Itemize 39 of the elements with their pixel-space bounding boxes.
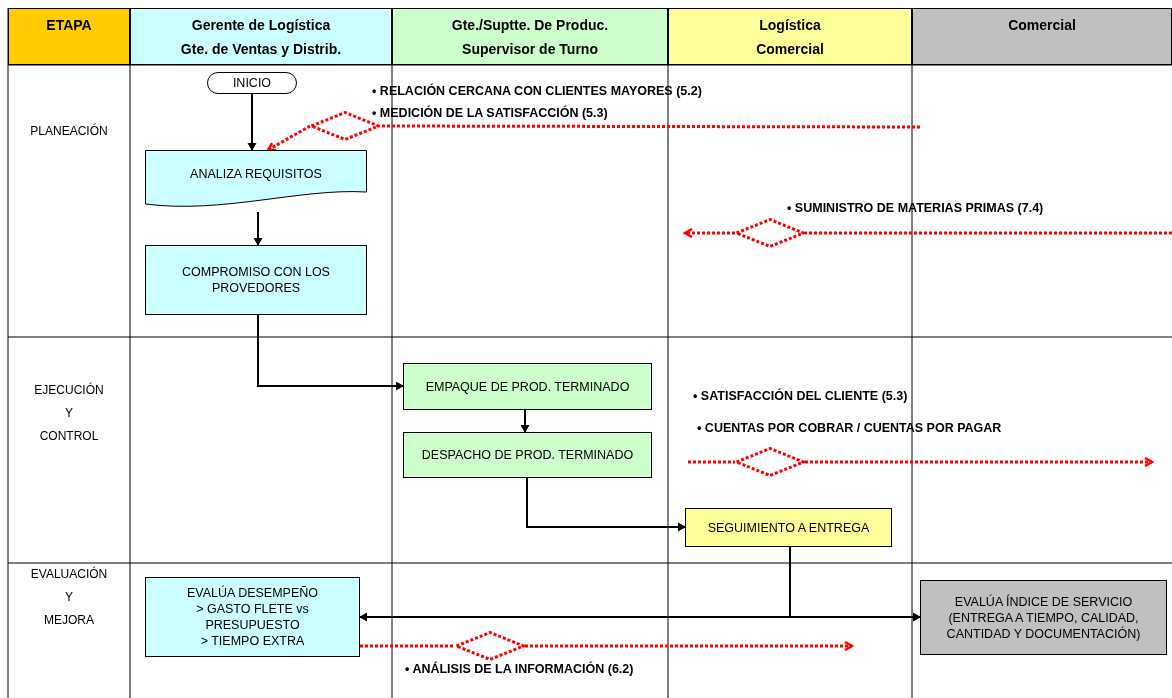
lane-header: Gerente de Logística Gte. de Ventas y Distrib.	[130, 8, 392, 65]
process-box: EMPAQUE DE PROD. TERMINADO	[403, 363, 652, 410]
dotted-diamond	[735, 447, 805, 477]
bullet-note: • MEDICIÓN DE LA SATISFACCIÓN (5.3)	[372, 106, 608, 120]
arrow	[526, 477, 686, 532]
bullet-note: • RELACIÓN CERCANA CON CLIENTES MAYORES (5.2)	[372, 84, 702, 98]
process-box: EVALÚA DESEMPEÑO > GASTO FLETE vs PRESUPUESTO > TIEMPO EXTRA	[145, 577, 360, 657]
arrow	[520, 409, 530, 433]
process-box: SEGUIMIENTO A ENTREGA	[685, 508, 892, 547]
dotted-line	[380, 124, 920, 129]
dotted-line	[805, 231, 1172, 235]
dotted-arrow	[525, 640, 854, 652]
dotted-arrow	[805, 456, 1154, 468]
arrow	[789, 546, 921, 622]
process-box: COMPROMISO CON LOS PROVEDORES	[145, 245, 367, 315]
dotted-arrow	[683, 227, 735, 239]
arrow	[247, 93, 257, 151]
dotted-diamond	[455, 631, 525, 661]
start-terminator: INICIO	[207, 72, 297, 94]
dotted-diamond	[310, 111, 380, 141]
stage-label: EVALUACIÓN Y MEJORA	[29, 565, 109, 629]
arrow	[257, 314, 404, 391]
lane-header: Comercial	[912, 8, 1172, 65]
stage-label: PLANEACIÓN	[29, 122, 109, 140]
bullet-note: • CUENTAS POR COBRAR / CUENTAS POR PAGAR	[697, 421, 1002, 435]
lane-header: Gte./Suptte. De Produc. Supervisor de Turno	[392, 8, 668, 65]
arrow	[253, 211, 263, 246]
dotted-line	[688, 460, 735, 464]
stage-label: EJECUCIÓN Y CONTROL	[33, 381, 105, 445]
process-box: EVALÚA ÍNDICE DE SERVICIO (ENTREGA A TIEMPO, CALIDAD, CANTIDAD Y DOCUMENTACIÓN)	[920, 580, 1167, 655]
lane-header: Logística Comercial	[668, 8, 912, 65]
bullet-note: • SATISFACCIÓN DEL CLIENTE (5.3)	[693, 389, 908, 403]
lane-header: ETAPA	[8, 8, 130, 65]
bullet-note: • SUMINISTRO DE MATERIAS PRIMAS (7.4)	[787, 201, 1044, 215]
dotted-arrow	[266, 124, 311, 152]
dotted-line	[360, 644, 455, 648]
process-box: DESPACHO DE PROD. TERMINADO	[403, 432, 652, 478]
bullet-note: • ANÁLISIS DE LA INFORMACIÓN (6.2)	[405, 662, 634, 676]
dotted-diamond	[735, 218, 805, 248]
